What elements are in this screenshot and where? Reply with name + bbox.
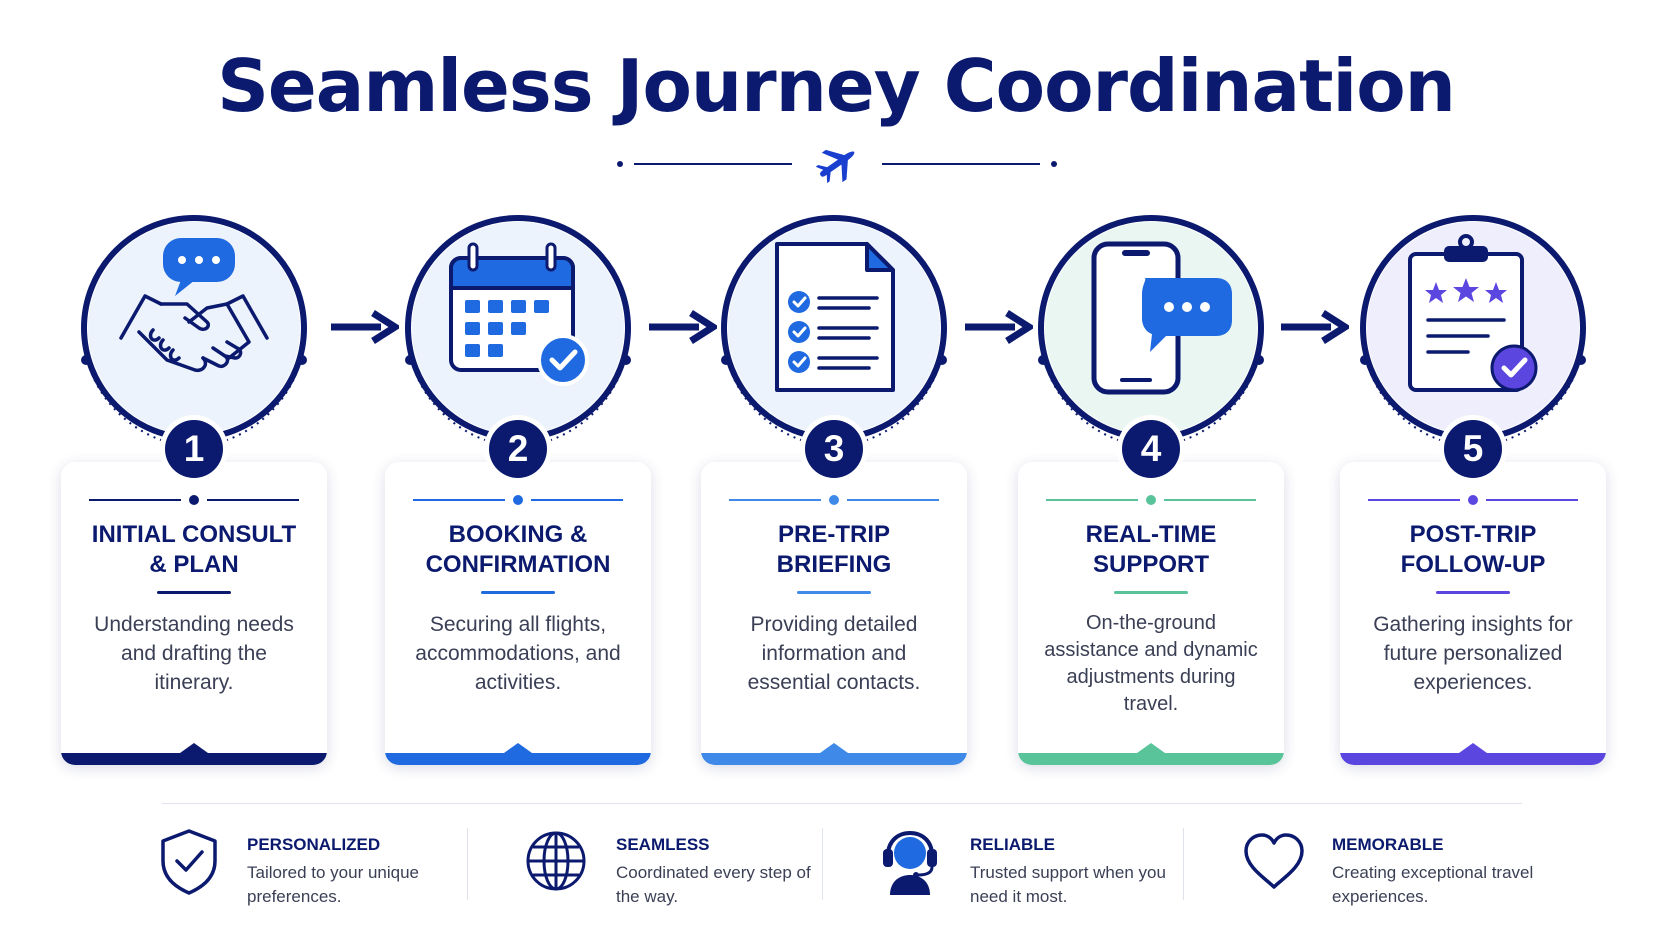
feature-description: Coordinated every step of the way. [616, 863, 811, 906]
step-description: On-the-ground assistance and dynamic adj… [1044, 612, 1258, 715]
feature-description: Tailored to your unique preferences. [247, 863, 420, 906]
heart-icon [1244, 833, 1304, 889]
feature-separator [467, 828, 468, 900]
arrow-right-icon [649, 310, 717, 344]
globe-icon [526, 831, 586, 891]
feature-title: SEAMLESS [616, 835, 710, 854]
card-accent-bar [61, 743, 327, 765]
title-underline [797, 591, 871, 594]
card-accent-bar [1018, 743, 1284, 765]
feature-description: Creating exceptional travel experiences. [1332, 863, 1534, 906]
arrow-right-icon [965, 310, 1033, 344]
arrow-right-icon [331, 310, 399, 344]
step-card: POST-TRIP FOLLOW-UP Gathering insights f… [1340, 462, 1606, 765]
headset-agent-icon [883, 830, 937, 895]
feature-title: MEMORABLE [1332, 835, 1444, 854]
step-number-badge: 4 [1122, 420, 1180, 478]
step-title: PRE-TRIP BRIEFING [776, 521, 892, 578]
step-title: BOOKING & CONFIRMATION [425, 521, 611, 578]
arrow-right-icon [1281, 310, 1349, 344]
feature-seamless: SEAMLESS Coordinated every step of the w… [524, 825, 864, 906]
feature-description: Trusted support when you need it most. [970, 863, 1166, 906]
step-title: POST-TRIP FOLLOW-UP [1400, 521, 1546, 578]
airplane-icon [815, 149, 855, 184]
feature-personalized: PERSONALIZED Tailored to your unique pre… [155, 825, 495, 906]
card-accent-bar [701, 743, 967, 765]
card-divider [729, 495, 939, 505]
step-description: Understanding needs and drafting the iti… [94, 613, 294, 694]
step-card: BOOKING & CONFIRMATION Securing all flig… [385, 462, 651, 765]
step-description: Securing all flights, accommodations, an… [415, 613, 621, 694]
step-number-badge: 2 [489, 420, 547, 478]
title-underline [1436, 591, 1510, 594]
step-5: 5 POST-TRIP FOLLOW-UP Gathering insights… [1340, 205, 1606, 770]
card-divider [1046, 495, 1256, 505]
page-title: Seamless Journey Coordination [217, 44, 1456, 128]
step-1: 1 INITIAL CONSULT & PLAN Understanding n… [61, 205, 327, 770]
step-description: Providing detailed information and essen… [747, 613, 921, 694]
card-accent-bar [385, 743, 651, 765]
feature-title: PERSONALIZED [247, 835, 381, 854]
title-underline [157, 591, 231, 594]
card-accent-bar [1340, 743, 1606, 765]
step-title: REAL-TIME SUPPORT [1085, 521, 1217, 578]
step-number-badge: 1 [165, 420, 223, 478]
title-underline [481, 591, 555, 594]
feature-memorable: MEMORABLE Creating exceptional travel ex… [1240, 825, 1580, 906]
step-4: 4 REAL-TIME SUPPORT On-the-ground assist… [1018, 205, 1284, 770]
card-divider [89, 495, 299, 505]
step-card: INITIAL CONSULT & PLAN Understanding nee… [61, 462, 327, 765]
step-title: INITIAL CONSULT & PLAN [91, 521, 297, 578]
card-divider [413, 495, 623, 505]
step-3: 3 PRE-TRIP BRIEFING Providing detailed i… [701, 205, 967, 770]
feature-separator [1183, 828, 1184, 900]
step-number-badge: 3 [805, 420, 863, 478]
step-2: 2 BOOKING & CONFIRMATION Securing all fl… [385, 205, 651, 770]
feature-reliable: RELIABLE Trusted support when you need i… [878, 825, 1218, 906]
title-underline [1114, 591, 1188, 594]
step-card: REAL-TIME SUPPORT On-the-ground assistan… [1018, 462, 1284, 765]
shield-check-icon [161, 829, 217, 895]
step-card: PRE-TRIP BRIEFING Providing detailed inf… [701, 462, 967, 765]
feature-separator [822, 828, 823, 900]
title-divider [617, 149, 1057, 184]
step-number-badge: 5 [1444, 420, 1502, 478]
step-description: Gathering insights for future personaliz… [1373, 613, 1573, 694]
feature-title: RELIABLE [970, 835, 1055, 854]
section-divider [162, 803, 1522, 804]
card-divider [1368, 495, 1578, 505]
